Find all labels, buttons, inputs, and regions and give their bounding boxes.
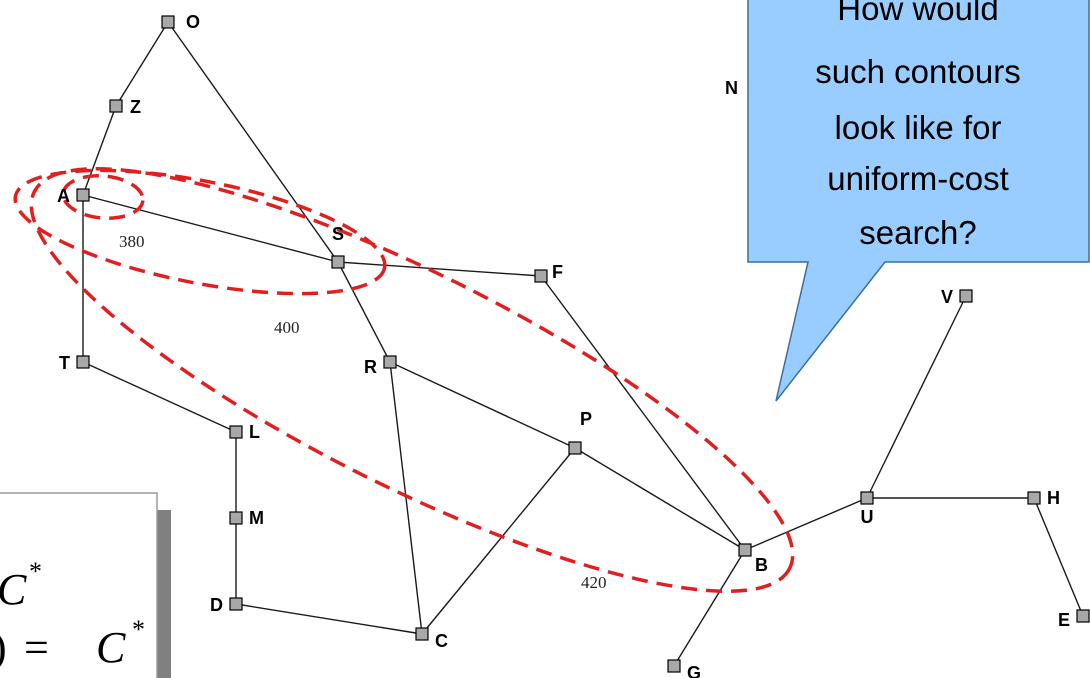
node-h [1027,491,1041,505]
formula-line2-symbol: C [96,623,126,672]
node-label-o: O [186,12,200,32]
contour-cost-labels: 380 400 420 [119,232,607,592]
f-cost-contours [13,167,795,593]
node-label-t: T [59,353,70,373]
callout-bubble: How would such contours look like for un… [747,0,1090,402]
node-label-a: A [57,186,70,206]
edge-p-c [421,447,576,635]
graph-nodes [76,15,1090,673]
edge-r-c [389,361,423,635]
formula-line2-sup: * [132,615,145,644]
edge-z-a [82,105,117,196]
node-b [738,543,752,557]
edge-o-z [115,21,169,107]
edge-p-b [574,447,746,551]
node-c [415,627,429,641]
edge-b-u [744,497,868,551]
node-label-h: H [1047,488,1060,508]
node-s [331,255,345,269]
callout-line-3: look like for [835,109,1002,146]
contour-420-label: 420 [581,573,607,592]
node-t [76,355,90,369]
edge-b-g [673,549,746,667]
node-label-u: U [861,507,874,527]
node-f [534,269,548,283]
formula-line1-symbol: C [0,565,27,614]
formula-box-shadow [157,510,171,678]
node-label-e: E [1058,610,1070,630]
node-p [568,441,582,455]
edge-d-c [235,603,423,635]
node-v [959,289,973,303]
callout-line-4: uniform-cost [827,160,1009,197]
edge-h-e [1033,497,1084,617]
edge-u-v [866,295,967,499]
node-label-f: F [552,262,563,282]
contour-380-label: 380 [119,232,145,251]
callout-line-5: search? [859,214,976,251]
node-d [229,597,243,611]
node-label-z: Z [130,97,141,117]
formula-box: C * ) = C * [0,492,171,678]
node-u [860,491,874,505]
formula-box-frame [0,492,158,678]
node-r [383,355,397,369]
node-z [109,99,123,113]
callout-line-1: How would [837,0,998,27]
node-label-b: B [755,555,768,575]
node-l [229,425,243,439]
contour-380 [61,174,145,220]
contour-400-label: 400 [274,318,300,337]
formula-line1-sup: * [29,557,42,586]
node-label-c: C [435,631,448,651]
node-a [76,188,90,202]
edge-f-b [540,275,746,551]
node-e [1076,609,1090,623]
node-label-n: N [725,78,738,98]
contour-400 [13,168,387,296]
node-label-r: R [364,357,377,377]
graph-edges [82,21,1084,667]
node-label-s: S [332,224,344,244]
callout-line-2: such contours [815,53,1020,90]
edge-o-s [167,21,339,263]
node-label-m: M [249,508,264,528]
edge-s-r [337,261,391,363]
formula-line2-prefix: ) [0,623,7,672]
node-label-v: V [941,287,953,307]
node-o [161,15,175,29]
node-g [667,659,681,673]
node-label-d: D [210,595,223,615]
edge-r-p [389,361,576,449]
callout-shape [747,0,1090,402]
node-label-g: G [687,663,701,678]
node-label-l: L [249,422,260,442]
node-label-p: P [580,409,592,429]
edge-t-l [82,361,237,433]
node-labels: O Z A S F T R L P M D C B G U H E V N [57,12,1070,678]
node-m [229,511,243,525]
formula-line2-equals: = [24,623,49,672]
edge-s-f [337,261,542,277]
contour-420 [29,167,795,593]
edge-a-s [82,194,339,263]
